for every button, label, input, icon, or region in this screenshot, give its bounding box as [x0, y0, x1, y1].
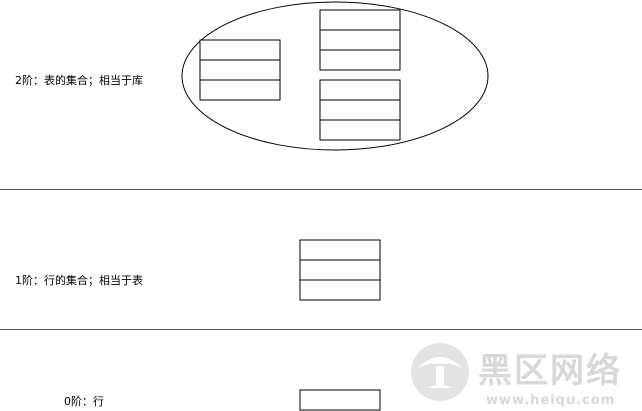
table-a-row [199, 79, 281, 101]
single-table-row [299, 279, 381, 301]
watermark-brand: 黑区网络 [478, 351, 622, 391]
table-c-row [319, 99, 401, 121]
level-0-label: 0阶：行 [64, 394, 104, 408]
single-table-row [299, 239, 381, 261]
single-table-row [299, 259, 381, 281]
table-b-row [319, 9, 401, 31]
single-row [299, 389, 381, 411]
database-ellipse [181, 1, 489, 151]
level-1-label: 1阶：行的集合；相当于表 [15, 273, 143, 287]
table-a-row [199, 39, 281, 61]
table-c-row [319, 79, 401, 101]
table-a-row [199, 59, 281, 81]
table-c [319, 79, 401, 141]
table-c-row [319, 119, 401, 141]
level-1-section: 1阶：行的集合；相当于表 [15, 239, 381, 301]
level-0-section: 0阶：行 [64, 389, 381, 411]
watermark: 黑区网络 www.heiqu.com [411, 343, 622, 408]
table-b-row [319, 49, 401, 71]
table-a [199, 39, 281, 101]
mushroom-logo-icon [411, 343, 469, 401]
level-2-label: 2阶：表的集合；相当于库 [15, 73, 143, 87]
table-b-row [319, 29, 401, 51]
table-b [319, 9, 401, 71]
single-table [299, 239, 381, 301]
watermark-url: www.heiqu.com [486, 393, 615, 408]
level-2-section: 2阶：表的集合；相当于库 [15, 1, 489, 151]
